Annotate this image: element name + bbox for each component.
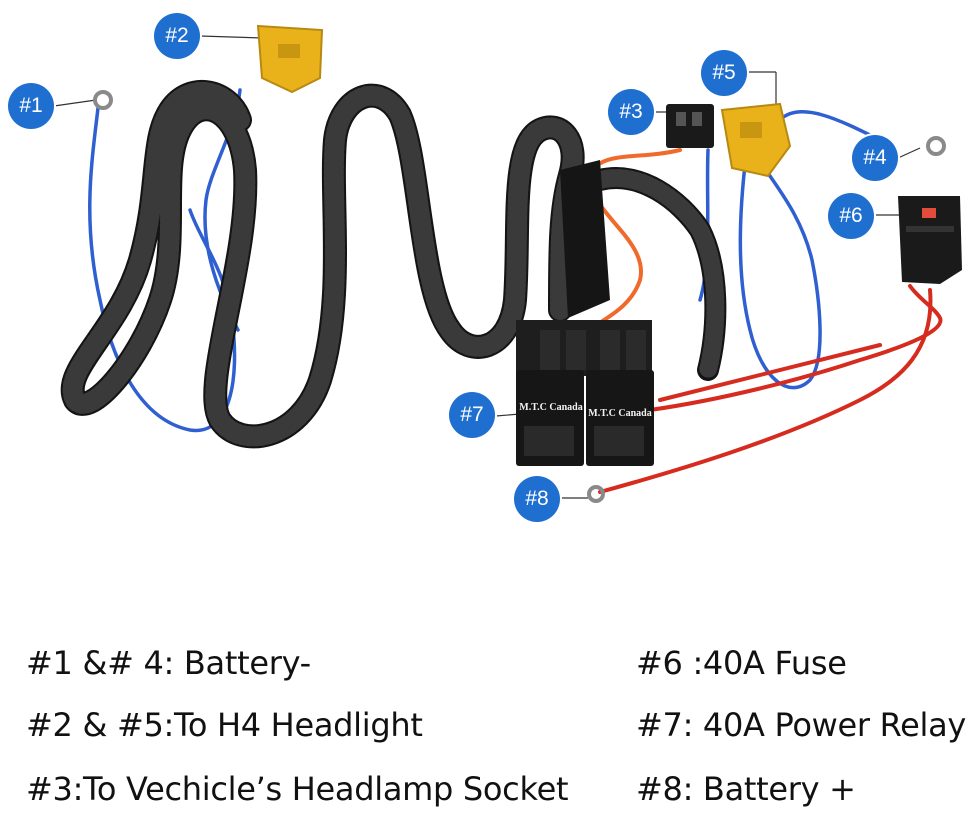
callout-5: #5 <box>701 50 747 96</box>
wiring-harness-diagram <box>53 24 962 503</box>
legend-item-headlamp-socket: #3:To Vechicle’s Headlamp Socket <box>26 770 569 808</box>
callout-3: #3 <box>608 89 654 135</box>
fuse-holder <box>898 196 962 284</box>
red-wires <box>598 284 943 494</box>
legend-item-battery-negative: #1 &# 4: Battery- <box>26 644 311 682</box>
h4-connectors <box>256 24 792 178</box>
harness-loom <box>60 80 727 449</box>
callout-6: #6 <box>828 193 874 239</box>
legend-item-power-relay: #7: 40A Power Relay <box>636 706 967 744</box>
orange-wire <box>587 148 682 332</box>
callout-8: #8 <box>514 476 560 522</box>
leader-lines <box>53 35 921 499</box>
relay-label-left: M.T.C Canada <box>519 402 583 413</box>
callout-2: #2 <box>154 13 200 59</box>
ring-terminals <box>93 90 946 503</box>
relay-label-right: M.T.C Canada <box>588 408 652 419</box>
relay-pair <box>516 320 654 466</box>
headlamp-socket-connector <box>666 104 714 148</box>
legend-item-battery-positive: #8: Battery + <box>636 770 856 808</box>
legend-item-fuse: #6 :40A Fuse <box>636 644 847 682</box>
harness-junction <box>560 160 610 318</box>
callout-7: #7 <box>449 392 495 438</box>
callout-1: #1 <box>8 83 54 129</box>
callout-4: #4 <box>852 135 898 181</box>
legend-item-h4-headlight: #2 & #5:To H4 Headlight <box>26 706 423 744</box>
